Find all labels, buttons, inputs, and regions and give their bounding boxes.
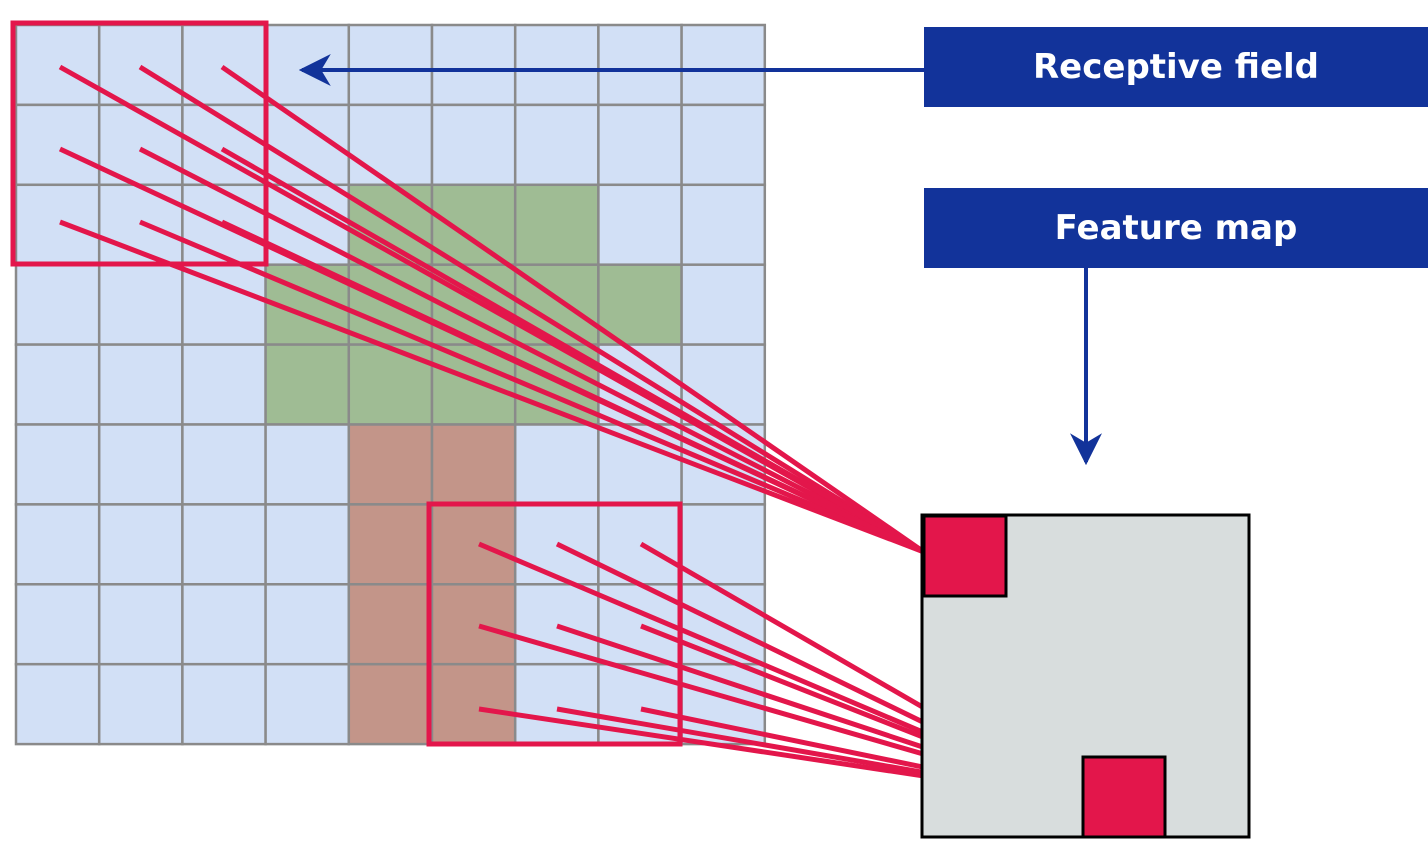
connection-line [59,219,925,555]
grid-cell [264,503,351,586]
grid-cell [97,23,184,107]
grid-cell [513,423,600,506]
grid-cell [430,23,517,107]
grid-cell [97,263,184,346]
receptive-field-box-top-left [10,20,269,267]
grid-cell [430,343,517,426]
grid-cell [347,662,434,746]
grid-cell [597,423,683,506]
grid-cell [347,503,434,586]
grid-cell [347,423,434,506]
grid-cell [264,23,351,107]
grid-cell [597,23,683,107]
grid-cell [14,503,101,586]
grid-cell [347,23,434,107]
grid-cell [14,103,101,187]
grid-cell [347,583,434,666]
grid-cell [597,263,683,346]
connection-line [138,146,926,555]
grid-cell [430,423,517,506]
grid-cell [97,343,184,426]
grid-cell [14,183,101,266]
grid-cell [14,23,101,107]
grid-cell [97,662,184,746]
grid-cell [97,503,184,586]
connection-line [220,219,926,555]
grid-cell [430,503,517,586]
connection-line [220,64,926,555]
grid-cell [680,23,767,107]
grid-cell [430,583,517,666]
grid-cell [513,662,600,746]
grid-cell [14,423,101,506]
connection-line [139,219,925,555]
grid-cell [181,23,267,107]
grid-cell [513,103,600,187]
grid-cell [347,343,434,426]
grid-cell [264,343,351,426]
grid-cell [430,103,517,187]
grid-cell [430,662,517,746]
grid-cell [513,583,600,666]
grid-cell [14,583,101,666]
grid-cell [14,263,101,346]
grid-cell [597,103,683,187]
grid-cell [181,503,267,586]
grid-cell [181,662,267,746]
receptive-field-label: Receptive field [924,27,1428,107]
grid-cell [264,583,351,666]
feature-map-unit-top-left [922,514,1008,598]
grid-cell [181,583,267,666]
grid-cell [181,263,267,346]
grid-cell [513,23,600,107]
feature-map-unit-bottom-right [1081,755,1167,839]
grid-cell [181,423,267,506]
grid-cell [347,103,434,187]
grid-cell [680,103,767,187]
receptive-field-box-bottom-right [426,501,683,747]
grid-cell [513,503,600,586]
input-grid [14,23,767,746]
grid-cell [264,423,351,506]
connection-line [138,64,926,555]
grid-cell [97,583,184,666]
connection-line [220,146,926,555]
grid-cell [181,343,267,426]
grid-cell [680,183,767,266]
grid-cell [14,343,101,426]
feature-map-label: Feature map [924,188,1428,268]
grid-cell [597,183,683,266]
grid-cell [513,183,600,266]
grid-cell [264,662,351,746]
grid-cell [97,423,184,506]
grid-cell [680,263,767,346]
grid-cell [14,662,101,746]
